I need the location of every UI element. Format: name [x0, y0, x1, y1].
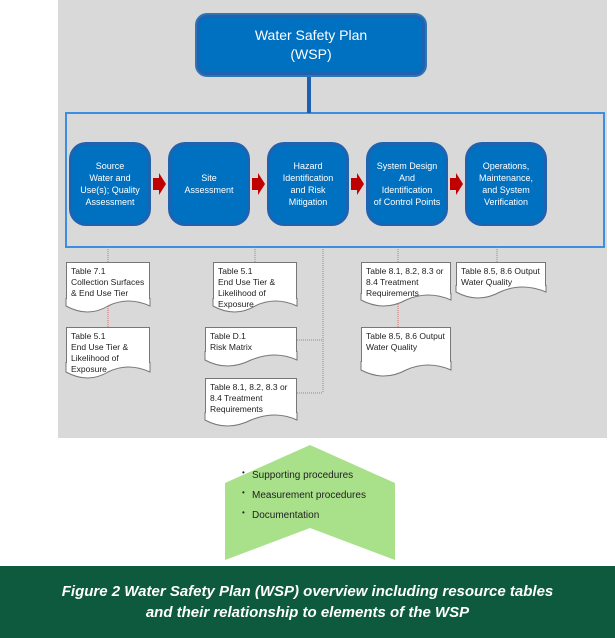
arrow-4-5 [450, 173, 463, 195]
table-5-1-doc-a: Table 5.1 End Use Tier & Likelihood of E… [66, 327, 150, 374]
resources-list: Supporting procedures Measurement proced… [242, 463, 392, 526]
stage-system-design: System Design And Identification of Cont… [369, 145, 445, 223]
wsp-title-box: Water Safety Plan (WSP) [195, 13, 427, 77]
stage-site-assessment: Site Assessment [171, 145, 247, 223]
table-8-5-doc-b: Table 8.5, 8.6 Output Water Quality [456, 262, 546, 287]
caption-line-2: and their relationship to elements of th… [145, 604, 470, 621]
stage-operations: Operations, Maintenance, and System Veri… [468, 145, 544, 223]
table-8-1-doc-b: Table 8.1, 8.2, 8.3 or 8.4 Treatment Req… [361, 262, 451, 298]
resource-item: Measurement procedures [242, 483, 392, 506]
resource-item: Supporting procedures [242, 463, 392, 486]
table-d-1-doc: Table D.1 Risk Matrix [205, 327, 297, 352]
caption-line-1: Figure 2 Water Safety Plan (WSP) overvie… [61, 583, 554, 600]
stage-hazard-identification: Hazard Identification and Risk Mitigatio… [270, 145, 346, 223]
table-5-1-doc-b: Table 5.1 End Use Tier & Likelihood of E… [213, 262, 297, 309]
resource-item: Documentation [242, 503, 392, 526]
figure-caption: Figure 2 Water Safety Plan (WSP) overvie… [0, 566, 615, 638]
stage-source-water: Source Water and Use(s); Quality Assessm… [72, 145, 148, 223]
arrow-2-3 [252, 173, 265, 195]
stages-frame [65, 112, 605, 248]
arrow-1-2 [153, 173, 166, 195]
document-shapes [65, 285, 547, 427]
table-8-1-doc-a: Table 8.1, 8.2, 8.3 or 8.4 Treatment Req… [205, 378, 297, 414]
table-7-1-doc: Table 7.1 Collection Surfaces & End Use … [66, 262, 150, 299]
table-8-5-doc-a: Table 8.5, 8.6 Output Water Quality [361, 327, 451, 362]
arrow-3-4 [351, 173, 364, 195]
stage-arrows [153, 173, 463, 195]
